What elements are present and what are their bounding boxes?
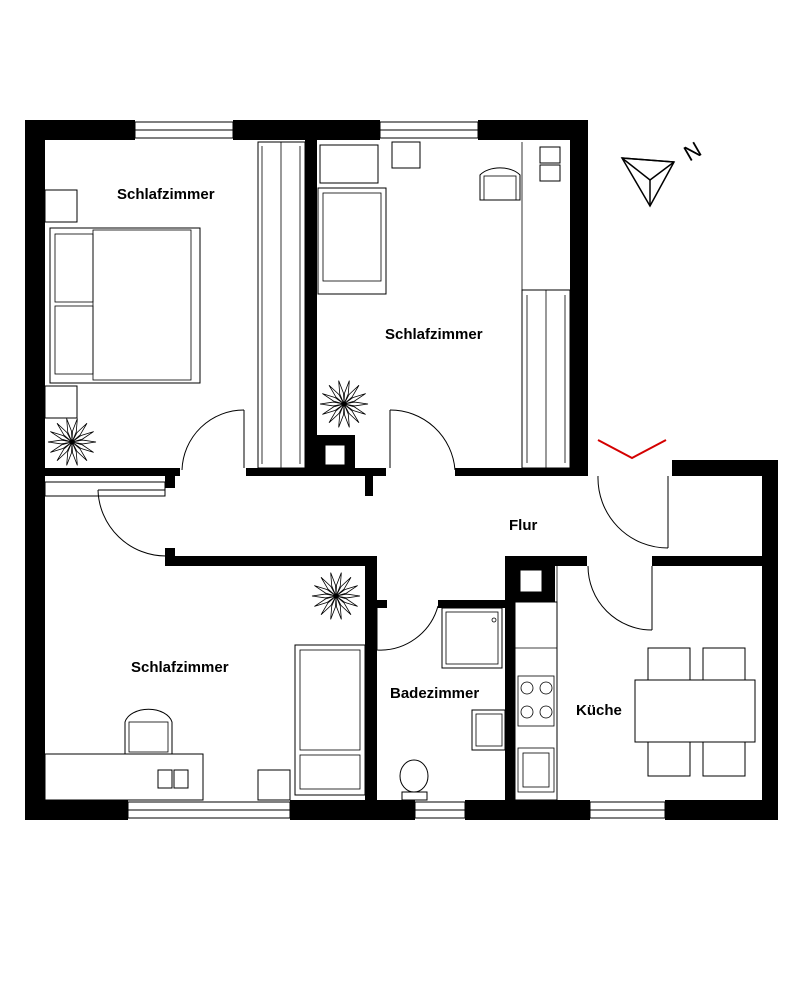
compass-label: N — [679, 137, 705, 167]
entrance-marker — [597, 439, 667, 460]
furniture-bedroom-bottom-left — [44, 644, 366, 801]
furniture-bedroom-top-left — [44, 141, 306, 469]
doors — [97, 409, 669, 651]
outer-walls — [25, 120, 778, 820]
room-label-bedroom-top-left: Schlafzimmer — [117, 186, 215, 203]
plant-icon — [319, 380, 369, 428]
room-label-bathroom: Badezimmer — [390, 685, 479, 702]
interior-walls — [45, 140, 778, 820]
room-label-bedroom-top-right: Schlafzimmer — [385, 326, 483, 343]
room-label-bedroom-bottom-left: Schlafzimmer — [131, 659, 229, 676]
room-label-kitchen: Küche — [576, 702, 622, 719]
furniture-bedroom-top-right — [317, 141, 571, 469]
room-label-hallway: Flur — [509, 517, 537, 534]
furniture-kitchen — [514, 566, 756, 801]
plant-icon — [47, 418, 97, 466]
compass-icon: N — [620, 137, 706, 208]
plant-icon — [311, 572, 361, 620]
windows — [44, 121, 666, 819]
furniture-bathroom — [399, 607, 506, 801]
